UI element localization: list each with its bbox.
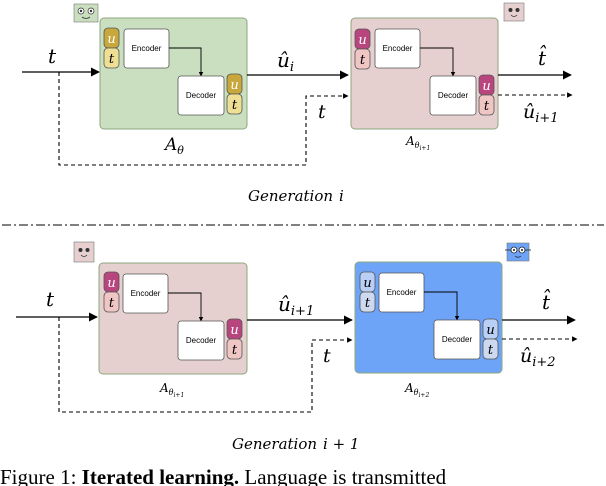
gen2-out-t: t̂ (542, 288, 551, 314)
decoder-label: Decoder (438, 91, 469, 100)
chip-t-label: t (360, 53, 366, 68)
gen1-left-encoder (123, 28, 170, 69)
gen2-left-enc-dec-arrow (168, 292, 204, 322)
gen2-input-t: t (46, 287, 55, 311)
cat-face-icon (73, 3, 99, 23)
caption-bold: Iterated learning. (81, 466, 240, 486)
gen1-agent-left-label: Aθ (163, 135, 184, 157)
gen2-agent-left-box (98, 262, 248, 375)
gen1-right-decoder (429, 75, 477, 116)
chip-t-label: t (109, 52, 115, 67)
encoder-label: Encoder (132, 44, 162, 53)
chip-u-label: u (358, 33, 366, 48)
gen1-right-t-chip (354, 48, 371, 70)
chip-t-label: t (484, 99, 490, 114)
decoder-label: Decoder (442, 335, 473, 344)
gen2-left-t-chip (103, 291, 120, 313)
gen1-right-out-t-chip (478, 94, 495, 116)
gen1-left-enc-dec-arrow (169, 47, 204, 77)
blue-glasses-face-icon (505, 242, 531, 262)
encoder-label: Encoder (383, 44, 413, 53)
gen2-right-encoder (378, 272, 425, 313)
gen2-out-u: ûi+2 (520, 345, 556, 370)
chip-t-label: t (109, 296, 115, 311)
gen2-left-encoder (122, 273, 169, 314)
gen2-mid-u: ûi+1 (278, 292, 314, 319)
figure-caption: Figure 1: Iterated learning. Language is… (0, 466, 606, 486)
gen2-mid-t: t (323, 345, 331, 367)
encoder-label: Encoder (387, 288, 417, 297)
gen1-mid-u: ûi (277, 48, 294, 75)
encoder-label: Encoder (131, 289, 161, 298)
chip-u-label: u (230, 78, 238, 93)
gen2-right-decoder (433, 319, 481, 360)
gen1-left-t-chip (103, 47, 120, 69)
gen2-right-out-t-chip (482, 338, 499, 360)
gen2-agent-left-label: Aθi+1 (159, 381, 184, 399)
gen1-left-decoder (177, 75, 225, 116)
gen1-out-u: ûi+1 (523, 101, 559, 126)
gen1-mid-t: t (318, 101, 326, 123)
gen2-left-decoder (177, 320, 225, 361)
gen2-agent-right-label: Aθi+2 (404, 381, 429, 399)
gen1-right-encoder (374, 28, 421, 69)
gen2-left-out-t-chip (226, 338, 243, 360)
gen1-input-t: t (48, 44, 57, 68)
chip-t-label: t (232, 98, 238, 113)
gen1-right-enc-dec-arrow (420, 47, 456, 77)
chip-u-label: u (107, 32, 115, 47)
pink-face-icon (73, 241, 95, 263)
gen2-dashed-path (58, 317, 353, 413)
gen1-out-t: t̂ (538, 44, 547, 70)
caption-prefix: Figure 1: (0, 466, 82, 486)
decoder-label: Decoder (186, 336, 217, 345)
chip-u-label: u (107, 276, 115, 291)
gen1-agent-left-box (99, 17, 248, 130)
gen1-agent-right-label: Aθi+1 (405, 134, 430, 152)
decoder-label: Decoder (186, 91, 217, 100)
chip-u-label: u (230, 323, 238, 338)
chip-t-label: t (488, 343, 494, 358)
gen2-right-enc-dec-arrow (424, 291, 460, 321)
gen1-left-out-t-chip (226, 93, 243, 115)
gen1-dashed-path (58, 72, 349, 166)
caption-rest: Language is transmitted (239, 466, 447, 486)
chip-t-label: t (232, 343, 238, 358)
pink-face-icon (503, 2, 525, 22)
chip-t-label: t (365, 296, 371, 311)
gen2-right-t-chip (359, 291, 376, 313)
chip-u-label: u (486, 323, 494, 338)
chip-u-label: u (482, 79, 490, 94)
chip-u-label: u (363, 276, 371, 291)
